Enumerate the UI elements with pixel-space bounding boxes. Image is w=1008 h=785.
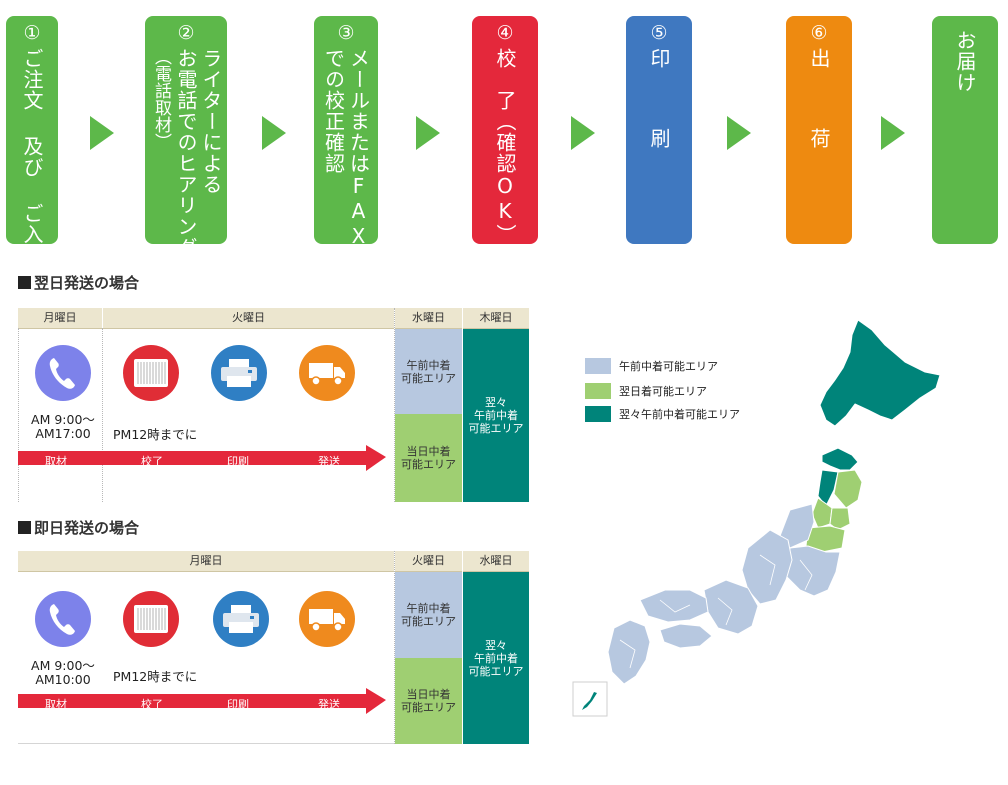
map-region-akita	[817, 469, 839, 507]
header-thursday: 木曜日	[463, 308, 529, 329]
process-band-arrow: 取材 校了 印刷 発送	[18, 688, 388, 714]
map-region-kansai	[703, 579, 759, 635]
step-hearing: ② ライターによる お電話でのヒアリング （電話取材）	[145, 16, 227, 258]
header-tuesday: 火曜日	[395, 551, 462, 572]
day-divider	[18, 328, 19, 502]
step-sublabel: （電話取材）	[151, 48, 171, 150]
legend-item-morning: 午前中着可能エリア	[585, 357, 718, 375]
band-label-printing: 印刷	[227, 698, 249, 711]
arrow-right-icon	[90, 116, 114, 150]
step-label: お電話でのヒアリング	[174, 48, 198, 258]
step-number: ③	[337, 22, 355, 44]
band-label-shipping: 発送	[318, 698, 340, 711]
step-shipping: ⑥ 出 荷	[786, 16, 852, 244]
map-region-miyagi	[829, 507, 851, 531]
map-region-chugoku	[639, 589, 709, 623]
legend-label: 翌日着可能エリア	[619, 385, 707, 398]
map-region-kyushu	[607, 619, 651, 685]
band-label-printing: 印刷	[227, 455, 249, 468]
legend-label: 翌々午前中着可能エリア	[619, 408, 740, 421]
step-label: ライターによる	[199, 48, 223, 195]
deadline-text: PM12時までに	[113, 669, 198, 684]
schedule-table-sameday: 月曜日 火曜日 水曜日 午前中着可能エリア 当日中着可能エリア 翌々午前中着可能…	[18, 551, 529, 744]
okinawa-inset	[572, 681, 608, 717]
legend-item-twodays: 翌々午前中着可能エリア	[585, 405, 740, 423]
step-label: メールまたはFAX	[346, 48, 371, 249]
band-label-approval: 校了	[141, 698, 163, 711]
map-region-iwate	[833, 469, 863, 509]
phone-icon	[35, 591, 91, 647]
truck-icon	[299, 345, 355, 401]
step-label: での校正確認	[321, 48, 346, 174]
arrow-right-icon	[881, 116, 905, 150]
day-divider	[102, 328, 103, 502]
area-sameday-cell: 当日中着可能エリア	[395, 658, 462, 744]
step-number: ⑥	[810, 22, 828, 44]
step-delivery: お届け	[932, 16, 998, 244]
legend-swatch	[585, 383, 611, 399]
step-approval: ④ 校 了（確認OK）	[472, 16, 538, 245]
step-printing: ⑤ 印 刷	[626, 16, 692, 244]
arrow-right-icon	[416, 116, 440, 150]
day-divider	[394, 551, 395, 744]
area-twodays-cell: 翌々午前中着可能エリア	[463, 572, 529, 744]
truck-icon	[299, 591, 355, 647]
legend-item-nextday: 翌日着可能エリア	[585, 382, 707, 400]
schedule-table-nextday: 月曜日 火曜日 水曜日 木曜日 午前中着可能エリア 当日中着可能エリア 翌々午前…	[18, 308, 529, 502]
phone-icon	[35, 345, 91, 401]
interview-hours: AM 9:00〜AM10:00	[31, 658, 95, 687]
map-region-niigata	[779, 503, 815, 549]
arrow-right-icon	[727, 116, 751, 150]
step-order: ① ご注文 及び ご入金	[6, 16, 58, 266]
step-number: ④	[496, 22, 514, 44]
day-divider	[394, 308, 395, 502]
map-region-aomori	[821, 447, 859, 471]
map-region-kanto	[785, 545, 841, 597]
printer-icon	[211, 345, 267, 401]
header-wednesday: 水曜日	[463, 551, 529, 572]
section-title: 即日発送の場合	[18, 517, 139, 538]
fax-icon	[123, 345, 179, 401]
area-morning-cell: 午前中着可能エリア	[395, 329, 462, 414]
header-wednesday: 水曜日	[395, 308, 462, 329]
process-band-arrow: 取材 校了 印刷 発送	[18, 445, 388, 471]
step-label: 印 刷	[647, 48, 671, 168]
map-region-yamagata	[811, 497, 833, 529]
printer-icon	[213, 591, 269, 647]
header-tuesday: 火曜日	[103, 308, 394, 329]
band-label-approval: 校了	[141, 455, 163, 468]
section-title: 翌日発送の場合	[18, 272, 139, 293]
step-label: お届け	[953, 30, 977, 93]
map-region-chubu	[741, 529, 793, 605]
square-bullet-icon	[18, 521, 31, 534]
legend-swatch	[585, 406, 611, 422]
arrow-right-icon	[262, 116, 286, 150]
step-label: 校 了（確認OK）	[493, 48, 517, 245]
area-morning-cell: 午前中着可能エリア	[395, 572, 462, 658]
map-region-fukushima	[805, 525, 846, 553]
area-twodays-cell: 翌々午前中着可能エリア	[463, 329, 529, 502]
band-label-interview: 取材	[45, 698, 67, 711]
square-bullet-icon	[18, 276, 31, 289]
step-label: ご注文 及び ご入金	[20, 48, 44, 266]
step-number: ②	[177, 22, 195, 44]
step-number: ①	[23, 22, 41, 44]
header-monday: 月曜日	[18, 308, 102, 329]
legend-swatch	[585, 358, 611, 374]
area-sameday-cell: 当日中着可能エリア	[395, 414, 462, 502]
fax-icon	[123, 591, 179, 647]
map-region-shikoku	[659, 623, 713, 649]
band-label-interview: 取材	[45, 455, 67, 468]
arrow-right-icon	[571, 116, 595, 150]
step-number: ⑤	[650, 22, 668, 44]
deadline-text: PM12時までに	[113, 427, 198, 442]
interview-hours: AM 9:00〜AM17:00	[31, 412, 95, 441]
table-baseline	[18, 743, 394, 744]
map-region-hokkaido	[819, 319, 941, 427]
band-label-shipping: 発送	[318, 455, 340, 468]
legend-label: 午前中着可能エリア	[619, 360, 718, 373]
header-monday: 月曜日	[18, 551, 394, 572]
step-proof: ③ メールまたはFAX での校正確認	[314, 16, 378, 249]
step-label: 出 荷	[807, 48, 831, 168]
